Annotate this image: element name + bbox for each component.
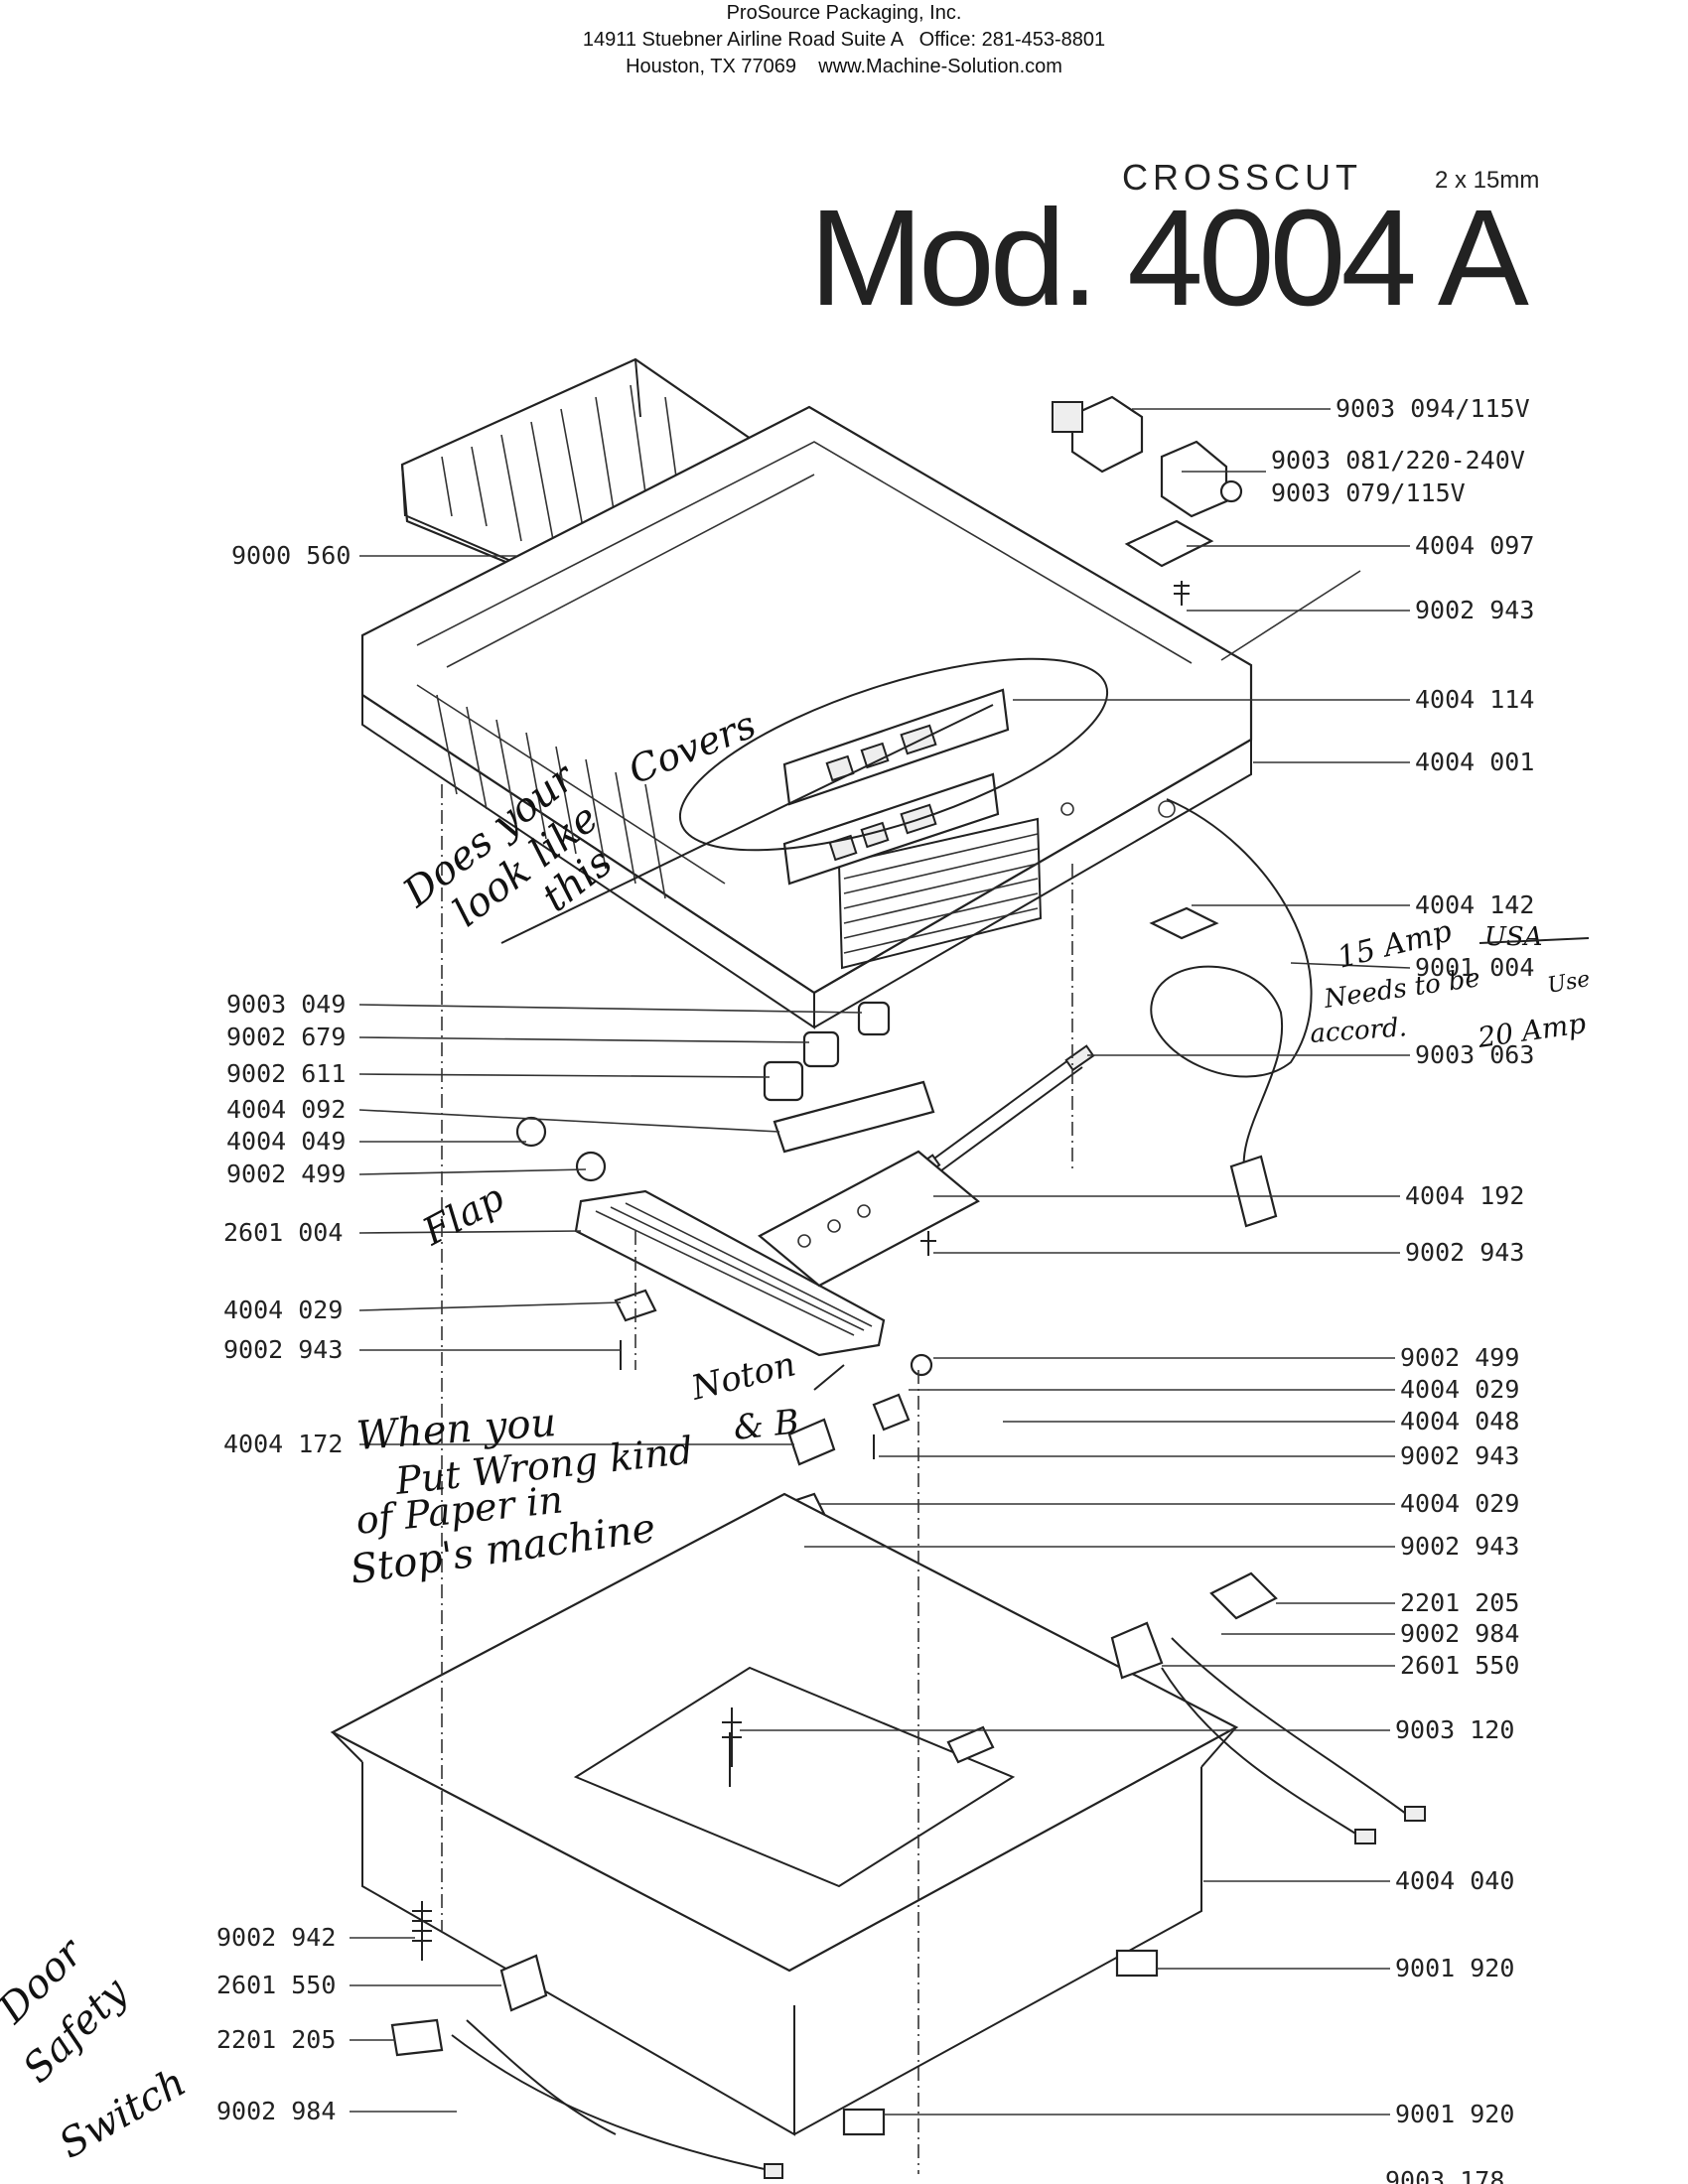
label-9002943a: 9002 943 — [223, 1335, 343, 1364]
label-9003094: 9003 094/115V — [1336, 394, 1530, 423]
label-4004142: 4004 142 — [1415, 890, 1534, 919]
button-parts — [515, 1001, 935, 1182]
label-9002499r: 9002 499 — [1400, 1343, 1519, 1372]
label-4004040: 4004 040 — [1395, 1866, 1514, 1895]
label-2601550: 2601 550 — [1400, 1651, 1519, 1680]
door-switch-right — [1110, 1571, 1426, 1844]
label-9001004: 9001 004 — [1415, 953, 1534, 982]
label-4004029r2: 4004 029 — [1400, 1489, 1519, 1518]
label-4004029r1: 4004 029 — [1400, 1375, 1519, 1404]
label-4004097: 4004 097 — [1415, 531, 1534, 560]
label-9002943r3: 9002 943 — [1400, 1441, 1519, 1470]
company-city-web: Houston, TX 77069 www.Machine-Solution.c… — [626, 56, 1062, 77]
label-9003178: 9003 178 — [1385, 2166, 1504, 2184]
label-4004029a: 4004 029 — [223, 1296, 343, 1324]
label-4004048: 4004 048 — [1400, 1407, 1519, 1435]
flap-2601004 — [574, 1189, 933, 1377]
label-9001920a: 9001 920 — [1395, 1954, 1514, 1982]
cut-type-label: CROSSCUT — [1122, 157, 1363, 198]
waste-bin-4004040 — [330, 1492, 1239, 2136]
company-name: ProSource Packaging, Inc. — [726, 2, 962, 24]
label-9002984: 9002 984 — [1400, 1619, 1519, 1648]
foot-9001920b — [842, 2108, 886, 2136]
label-9003120: 9003 120 — [1395, 1715, 1514, 1744]
label-4004172: 4004 172 — [223, 1430, 343, 1458]
label-9002984b: 9002 984 — [216, 2097, 336, 2125]
label-9003049: 9003 049 — [226, 990, 346, 1019]
label-9002679: 9002 679 — [226, 1023, 346, 1051]
label-9001920b: 9001 920 — [1395, 2100, 1514, 2128]
label-4004092: 4004 092 — [226, 1095, 346, 1124]
screw-9003120 — [722, 1707, 742, 1767]
door-switch-left — [390, 1954, 783, 2179]
switch-assembly — [1052, 395, 1243, 606]
label-4004192: 4004 192 — [1405, 1181, 1524, 1210]
company-header: ProSource Packaging, Inc. 14911 Stuebner… — [0, 0, 1688, 80]
label-4004001: 4004 001 — [1415, 748, 1534, 776]
company-address: 14911 Stuebner Airline Road Suite A Offi… — [582, 29, 1106, 51]
note-flap: Flap — [415, 1175, 511, 1254]
label-2201205b: 2201 205 — [216, 2025, 336, 2054]
label-9002942: 9002 942 — [216, 1923, 336, 1952]
leader-lines-right — [740, 408, 1411, 2116]
model-title: Mod. 4004 A — [809, 182, 1529, 335]
ribbon-cable-9003063 — [911, 1044, 1095, 1181]
note-accord: accord. — [1309, 1013, 1407, 1049]
label-4004114: 4004 114 — [1415, 685, 1534, 714]
leader-lines-left — [350, 555, 863, 2113]
label-9002943r2: 9002 943 — [1405, 1238, 1524, 1267]
label-4004049: 4004 049 — [226, 1127, 346, 1156]
note-usa: USA — [1484, 922, 1543, 952]
label-9002943r1: 9002 943 — [1415, 596, 1534, 624]
note-use: Use — [1546, 967, 1593, 999]
label-2601550b: 2601 550 — [216, 1971, 336, 1999]
label-9000560: 9000 560 — [231, 541, 351, 570]
label-9003063: 9003 063 — [1415, 1040, 1534, 1069]
label-9003081: 9003 081/220-240V — [1271, 446, 1525, 475]
note-noton: Noton — [687, 1344, 800, 1409]
labels-left: 9000 560 9003 049 9002 679 9002 611 4004… — [216, 541, 351, 2125]
upper-housing-4004001 — [360, 405, 1253, 1029]
cut-size-label: 2 x 15mm — [1435, 167, 1540, 194]
note-door-3: Switch — [52, 2059, 194, 2167]
label-9002943r4: 9002 943 — [1400, 1532, 1519, 1561]
note-ab: & B — [732, 1402, 801, 1448]
label-2601004: 2601 004 — [223, 1218, 343, 1247]
label-9002499a: 9002 499 — [226, 1160, 346, 1188]
label-2201205: 2201 205 — [1400, 1588, 1519, 1617]
labels-right: 9003 094/115V 9003 081/220-240V 9003 079… — [1271, 394, 1534, 2184]
label-9003079: 9003 079/115V — [1271, 478, 1466, 507]
label-9002611: 9002 611 — [226, 1059, 346, 1088]
pcb-4004192 — [758, 1150, 980, 1288]
screw-9002942 — [412, 1901, 432, 1961]
foot-9001920a — [1115, 1949, 1159, 1978]
power-cord-9001004 — [1149, 798, 1313, 1228]
